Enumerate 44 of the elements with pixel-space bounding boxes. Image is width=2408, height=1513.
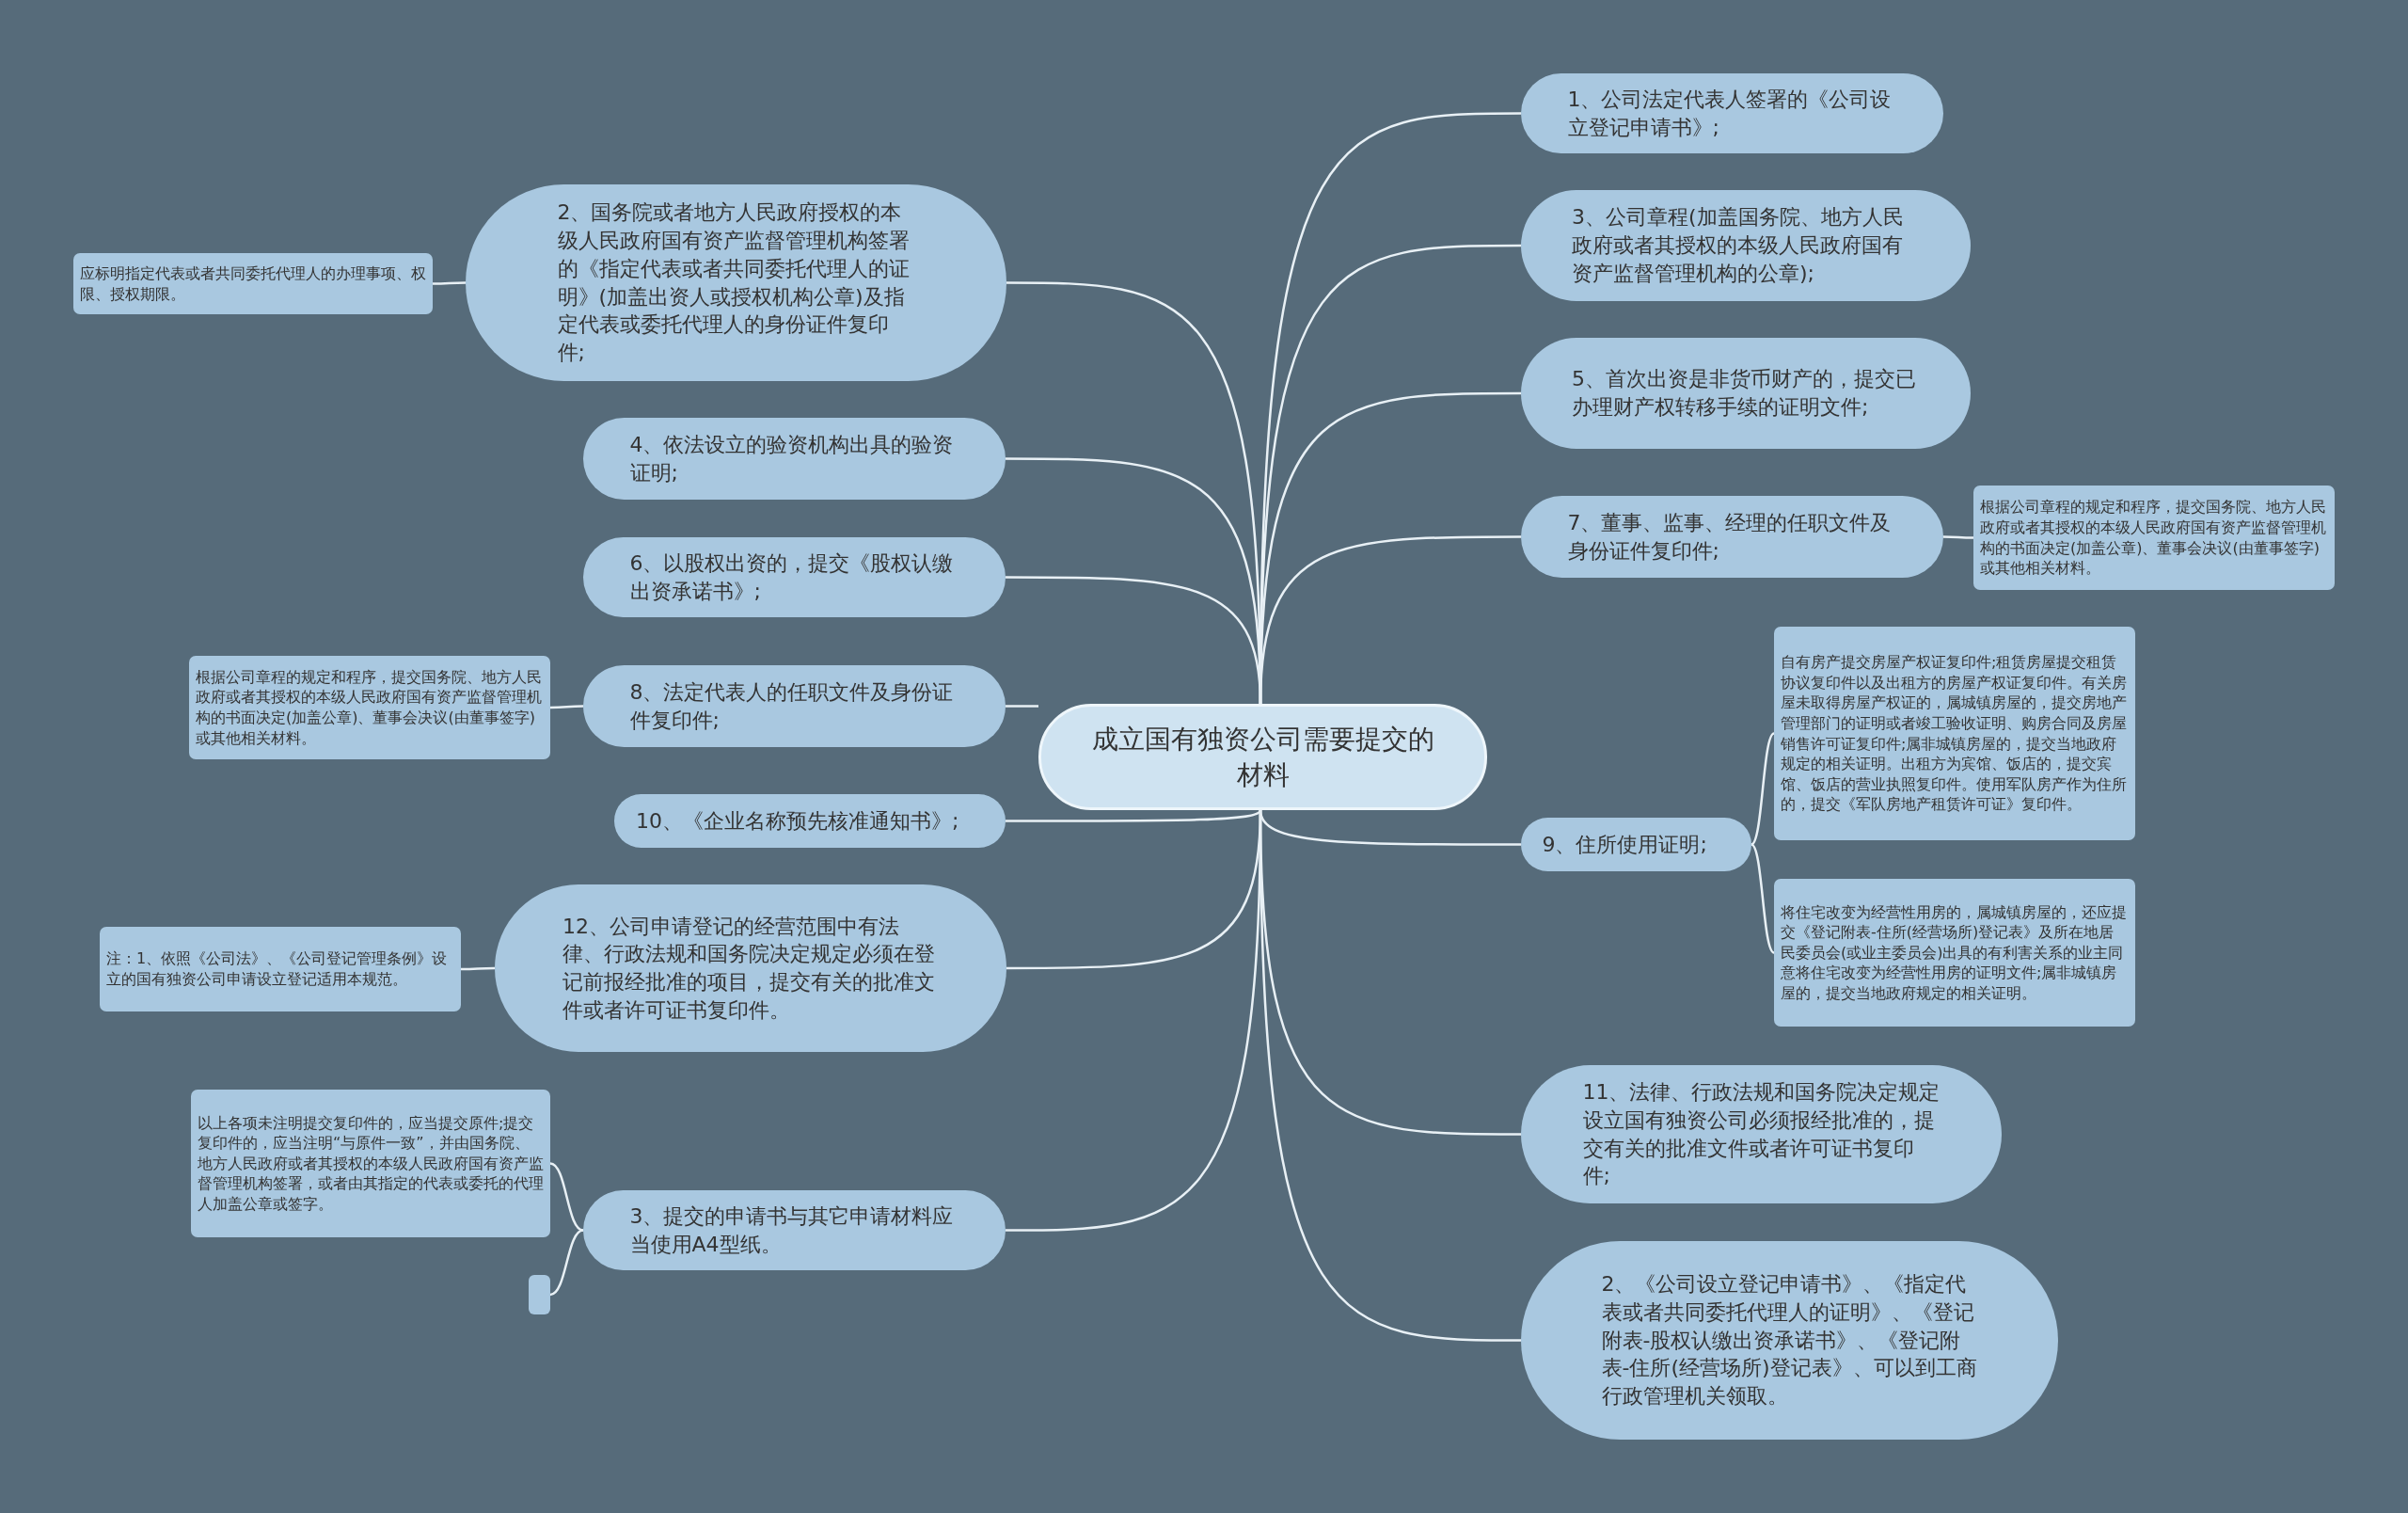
empty-box [529, 1275, 550, 1314]
topic-text: 2、《公司设立登记申请书》、《指定代表或者共同委托代理人的证明》、《登记附表-股权认缴出资承诺书》、《登记附表-住所(经营场所)登记表》、可以到工商行政管理机关领取。 [1601, 1271, 1978, 1410]
connector-line [1006, 576, 1262, 705]
note-text: 以上各项未注明提交复印件的，应当提交原件;提交复印件的，应当注明“与原件一致”，并由国务院、地方人民政府或者其授权的本级人民政府国有资产监督管理机构签署，或者由其指定的代表或委托的代理人加盖公章或签字。 [198, 1112, 544, 1215]
connector-line [549, 1229, 584, 1297]
topic-text: 10、《企业名称预先核准通知书》; [636, 807, 960, 835]
note-card [1774, 879, 2135, 1027]
topic-text: 8、法定代表人的任职文件及身份证件复印件; [629, 678, 955, 734]
connector-line [1006, 809, 1262, 1232]
topic-text: 5、首次出资是非货币财产的，提交已办理财产权转移手续的证明文件; [1572, 366, 1917, 421]
topic-pill [1521, 818, 1751, 871]
topic-text: 成立国有独资公司需要提交的材料 [1090, 722, 1435, 792]
connector-line [1006, 705, 1038, 708]
connector-line [550, 705, 583, 709]
note-card [191, 1090, 550, 1237]
note-text: 自有房产提交房屋产权证复印件;租赁房屋提交租赁协议复印件以及出租方的房屋产权证复印件。有关房屋未取得房屋产权证的，属城镇房屋的，提交房地产管理部门的证明或者竣工验收证明、购房合同及房屋销售许可证复印件;属非城镇房屋的，提交当地政府规定的相关证明。出租方为宾馆、饭店的，提交宾馆、饭店的营业执照复印件。使用军队房产作为住所的，提交《军队房地产租赁许可证》复印件。 [1781, 652, 2128, 815]
topic-text: 2、国务院或者地方人民政府授权的本级人民政府国有资产监督管理机构签署的《指定代表或者共同委托代理人的证明》(加盖出资人或授权机构公章)及指定代表或委托代理人的身份证件复印件; [557, 199, 911, 366]
topic-pill [614, 794, 1006, 848]
note-text: 注：1、依照《公司法》、《公司登记管理条例》设立的国有独资公司申请设立登记适用本规范。 [106, 948, 449, 990]
note-text: 应标明指定代表或者共同委托代理人的办理事项、权限、授权期限。 [80, 263, 426, 305]
connector-line [461, 966, 495, 971]
topic-text: 1、公司法定代表人签署的《公司设立登记申请书》; [1567, 86, 1893, 141]
topic-text: 3、公司章程(加盖国务院、地方人民政府或者其授权的本级人民政府国有资产监督管理机构的公章); [1572, 204, 1905, 287]
note-card [100, 927, 461, 1011]
topic-text: 4、依法设立的验资机构出具的验资证明; [629, 431, 955, 486]
note-card [1973, 486, 2335, 590]
topic-text: 7、董事、监事、经理的任职文件及身份证件复印件; [1567, 509, 1893, 565]
note-card [73, 253, 433, 314]
topic-text: 3、提交的申请书与其它申请材料应当使用A4型纸。 [629, 1202, 955, 1258]
note-text: 将住宅改变为经营性用房的，属城镇房屋的，还应提交《登记附表-住所(经营场所)登记表》及所在地居民委员会(或业主委员会)出具的有利害关系的业主同意将住宅改变为经营性用房的证明文件;属非城镇房屋的，提交当地政府规定的相关证明。 [1781, 901, 2128, 1004]
connector-line [1006, 809, 1262, 822]
connector-line [1751, 843, 1775, 954]
note-text: 根据公司章程的规定和程序，提交国务院、地方人民政府或者其授权的本级人民政府国有资产监督管理机构的书面决定(加盖公章)、董事会决议(由董事签字)或其他相关材料。 [1980, 497, 2327, 579]
topic-text: 11、法律、行政法规和国务院决定规定设立国有独资公司必须报经批准的，提交有关的批准文件或者许可证书复印件; [1582, 1079, 1941, 1190]
topic-text: 9、住所使用证明; [1542, 831, 1708, 858]
connector-line [549, 1162, 584, 1232]
connector-line [433, 281, 466, 285]
topic-text: 6、以股权出资的，提交《股权认缴出资承诺书》; [629, 549, 955, 605]
connector-line [1943, 535, 1973, 539]
topic-text: 12、公司申请登记的经营范围中有法律、行政法规和国务院决定规定必须在登记前报经批准的项目，提交有关的批准文件或者许可证书复印件。 [562, 913, 936, 1024]
note-card [1774, 627, 2135, 840]
note-card [189, 656, 550, 759]
connector-line [1751, 732, 1775, 846]
note-text: 根据公司章程的规定和程序，提交国务院、地方人民政府或者其授权的本级人民政府国有资产监督管理机构的书面决定(加盖公章)、董事会决议(由董事签字)或其他相关材料。 [196, 666, 543, 749]
